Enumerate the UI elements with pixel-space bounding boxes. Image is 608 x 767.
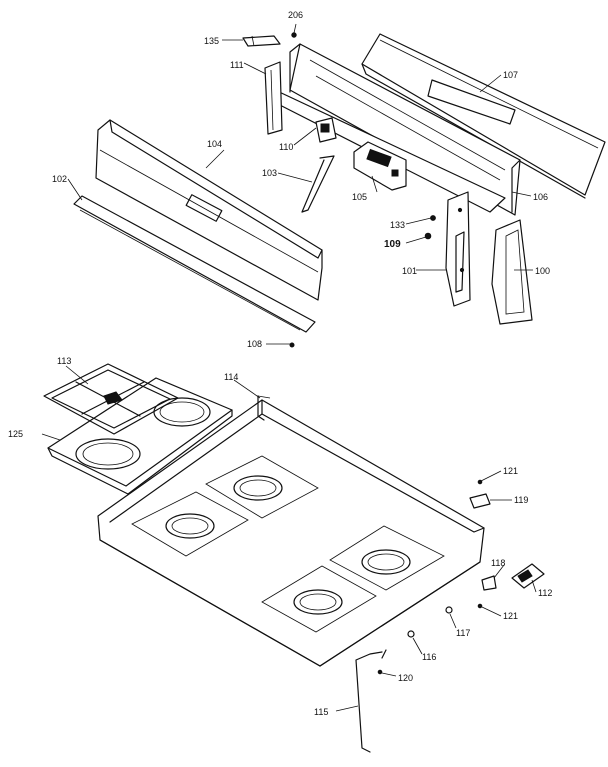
part-102-trim-strip (73, 195, 316, 333)
part-101-end-bracket (445, 191, 471, 307)
part-108-screw (289, 342, 295, 348)
label-120: 120 (398, 673, 413, 683)
label-121-lower: 121 (503, 611, 518, 621)
label-111: 111 (230, 60, 244, 70)
label-133: 133 (390, 220, 405, 230)
part-107-vent-panel (361, 33, 606, 199)
label-112: 112 (538, 588, 552, 598)
part-115-support-rod (355, 649, 387, 753)
part-114-cooktop (97, 395, 485, 667)
part-119-clip (469, 493, 491, 509)
part-113-grate (43, 363, 179, 435)
label-118: 118 (491, 558, 505, 568)
label-121-upper: 121 (503, 466, 518, 476)
label-104: 104 (207, 139, 222, 149)
label-117: 117 (456, 628, 470, 638)
part-100-end-cap (491, 219, 533, 325)
part-109-screw (424, 232, 432, 240)
part-135-bracket (242, 35, 281, 47)
label-107: 107 (503, 70, 518, 80)
part-120-screw (377, 669, 383, 675)
label-206: 206 (288, 10, 303, 20)
part-112-hinge-bracket (511, 563, 545, 589)
part-133-screw (430, 215, 436, 221)
label-109: 109 (384, 239, 401, 250)
label-103: 103 (262, 168, 277, 178)
part-117-grommet (445, 606, 453, 614)
part-111-side-bracket (264, 61, 283, 135)
label-100: 100 (535, 266, 550, 276)
label-115: 115 (314, 707, 328, 717)
label-113: 113 (57, 356, 71, 366)
label-102: 102 (52, 174, 67, 184)
label-125: 125 (8, 429, 23, 439)
part-121-screw-upper (477, 479, 483, 485)
label-116: 116 (422, 652, 436, 662)
part-103-rod (301, 155, 335, 213)
part-125-drip-pan (47, 377, 233, 495)
part-105-timer (353, 141, 407, 191)
part-121-screw-lower (477, 603, 483, 609)
label-106: 106 (533, 192, 548, 202)
label-135: 135 (204, 36, 219, 46)
part-104-control-panel (95, 119, 323, 301)
label-108: 108 (247, 339, 262, 349)
label-105: 105 (352, 192, 367, 202)
part-110-switch (315, 117, 337, 143)
leader-lines (41, 23, 537, 712)
part-116-grommet (407, 630, 415, 638)
label-101: 101 (402, 266, 417, 276)
label-114: 114 (224, 372, 238, 382)
label-110: 110 (279, 142, 293, 152)
label-119: 119 (514, 495, 528, 505)
part-206-screw (291, 32, 297, 38)
part-118-clip (481, 575, 497, 591)
